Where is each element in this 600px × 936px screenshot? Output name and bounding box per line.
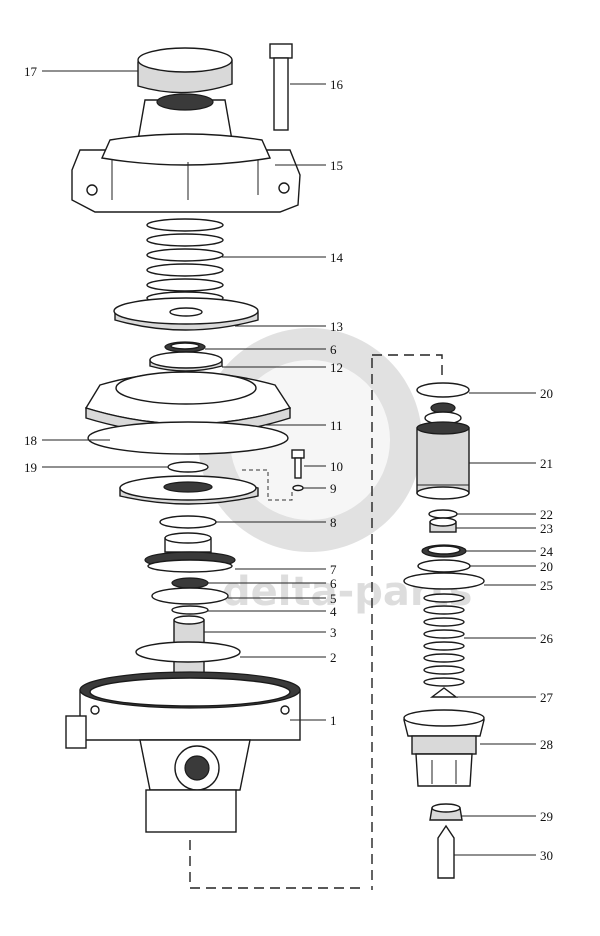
part-14-spring (146, 218, 224, 305)
callout-13: 13 (330, 319, 343, 334)
part-20-o-ring-lower (417, 559, 471, 573)
part-4-ring (171, 605, 209, 615)
callout-10: 10 (330, 459, 343, 474)
callout-20-upper: 20 (540, 386, 553, 401)
leader-lines (42, 70, 536, 856)
callout-3: 3 (330, 625, 337, 640)
part-piston-plate (119, 475, 259, 505)
part-2-o-ring (135, 641, 241, 663)
part-27-cone (429, 687, 459, 698)
callout-20-lower: 20 (540, 559, 553, 574)
part-15-housing (71, 93, 301, 213)
part-17-cap (137, 47, 233, 94)
callout-11: 11 (330, 418, 343, 433)
callout-22: 22 (540, 507, 553, 522)
part-10-screw (291, 449, 305, 479)
callout-25: 25 (540, 578, 553, 593)
part-valve-insert-top (424, 402, 462, 425)
part-23-valve-seat (429, 517, 457, 533)
callout-28: 28 (540, 737, 553, 752)
part-5-ring (151, 587, 229, 605)
part-7-valve-piston (144, 532, 236, 573)
part-6-ring-upper (164, 341, 206, 353)
callout-24: 24 (540, 544, 554, 559)
callout-30: 30 (540, 848, 553, 863)
part-13-spring-plate (113, 297, 259, 331)
callout-15: 15 (330, 158, 343, 173)
callout-19: 19 (24, 460, 37, 475)
part-24-seal (421, 544, 467, 558)
callout-labels: 17 16 15 14 13 6 12 18 11 19 10 9 8 7 6 … (24, 64, 554, 863)
part-12-ring (149, 351, 223, 372)
part-16-bolt (269, 43, 293, 131)
part-21-sleeve (416, 421, 470, 500)
callout-1: 1 (330, 713, 337, 728)
callout-12: 12 (330, 360, 343, 375)
part-19-o-ring (167, 461, 209, 473)
callout-27: 27 (540, 690, 554, 705)
callout-23: 23 (540, 521, 553, 536)
callout-7: 7 (330, 562, 337, 577)
part-28-plug (403, 709, 485, 787)
part-9-washer (292, 484, 304, 492)
part-22-ring (428, 509, 458, 519)
part-1-valve-body (65, 671, 301, 833)
callout-17: 17 (24, 64, 38, 79)
part-8-seal (159, 515, 217, 529)
assembly-boundary (189, 354, 443, 890)
callout-6-upper: 6 (330, 342, 337, 357)
part-18-gasket (87, 421, 289, 455)
part-26-spring (423, 593, 465, 687)
callout-14: 14 (330, 250, 344, 265)
part-29-nut (429, 803, 463, 821)
callout-5: 5 (330, 591, 337, 606)
callout-4: 4 (330, 604, 337, 619)
callout-9: 9 (330, 481, 337, 496)
part-30-pin (437, 824, 455, 879)
callout-2: 2 (330, 650, 337, 665)
part-20-o-ring-upper (416, 382, 470, 398)
callout-21: 21 (540, 456, 553, 471)
callout-18: 18 (24, 433, 37, 448)
callout-29: 29 (540, 809, 553, 824)
callout-16: 16 (330, 77, 344, 92)
callout-6-lower: 6 (330, 576, 337, 591)
part-6-ring-lower (171, 577, 209, 589)
part-25-o-ring (403, 572, 485, 590)
callout-26: 26 (540, 631, 554, 646)
callout-8: 8 (330, 515, 337, 530)
